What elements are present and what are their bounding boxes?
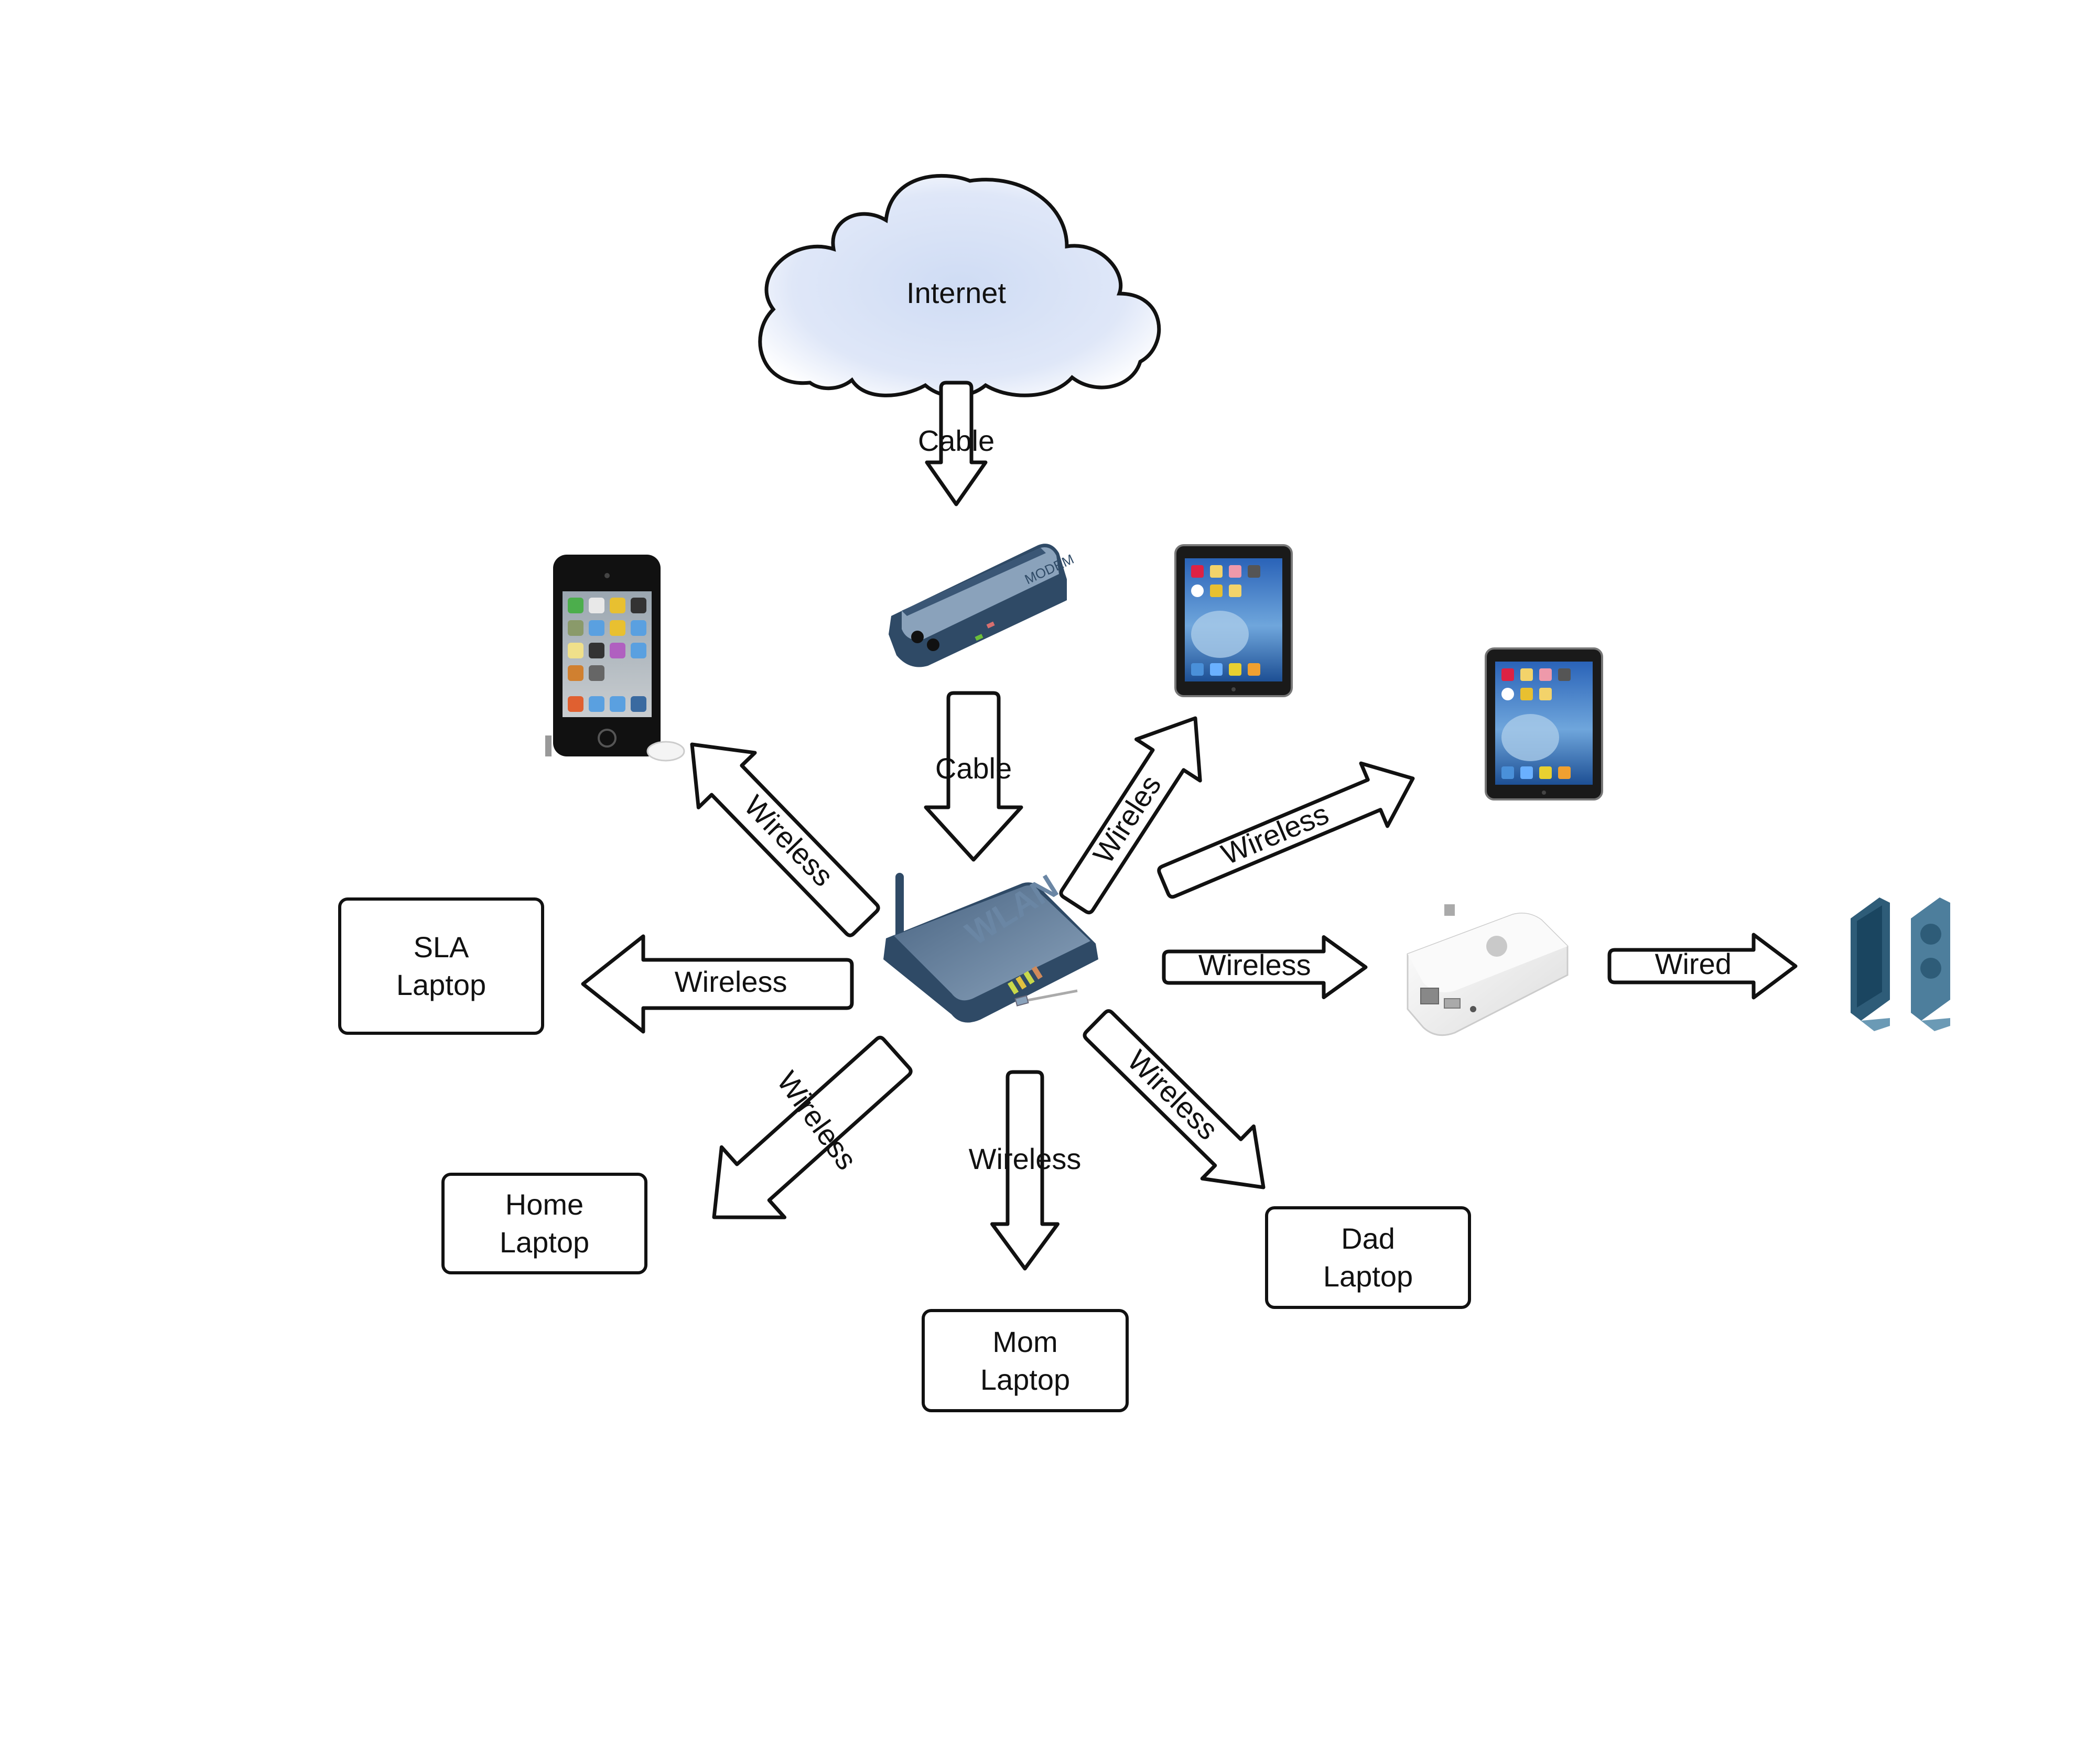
- dad-laptop-node[interactable]: Dad Laptop: [1265, 1206, 1471, 1309]
- home-laptop-node[interactable]: Home Laptop: [441, 1173, 647, 1274]
- arrow-label: Wired: [1655, 947, 1732, 980]
- ipod-icon[interactable]: [545, 555, 685, 762]
- arrow-router-to-ipod[interactable]: Wireless: [664, 717, 893, 950]
- arrow-shape: [1157, 761, 1415, 899]
- arrow-shape: [1083, 1009, 1266, 1189]
- arrow-shape: [1162, 935, 1368, 999]
- airport-express-icon[interactable]: [1407, 904, 1569, 1036]
- node-label-line2: Laptop: [499, 1226, 590, 1259]
- arrow-label: Wireless: [675, 965, 787, 998]
- arrow-shape: [1607, 933, 1798, 1000]
- arrow-shape: [990, 1070, 1060, 1271]
- internet-cloud[interactable]: Internet: [758, 174, 1161, 398]
- arrow-shape: [925, 381, 988, 506]
- arrow-router-to-sla[interactable]: Wireless: [581, 934, 854, 1034]
- arrow-shape: [924, 691, 1023, 862]
- arrow-router-to-mom[interactable]: Wireless: [969, 1070, 1082, 1271]
- arrow-shape: [690, 742, 880, 937]
- arrow-shape: [1059, 716, 1202, 915]
- mom-laptop-node[interactable]: Mom Laptop: [922, 1309, 1129, 1412]
- arrow-internet-to-modem[interactable]: Cable: [918, 381, 995, 506]
- node-label-line2: Laptop: [396, 968, 487, 1001]
- arrow-label: Cable: [935, 752, 1012, 785]
- ipad-icon[interactable]: [1485, 647, 1603, 800]
- arrow-shape: [712, 1035, 913, 1219]
- arrow-label: Cable: [918, 424, 995, 457]
- sla-laptop-node[interactable]: SLA Laptop: [338, 897, 544, 1035]
- arrow-shape: [581, 934, 854, 1034]
- arrow-label: Wireless: [969, 1142, 1082, 1175]
- arrow-router-to-home[interactable]: Wireless: [683, 1019, 928, 1252]
- speaker-right: [1911, 897, 1950, 1031]
- arrow-label: Wireless: [1121, 1044, 1225, 1146]
- wireless-router-icon[interactable]: WLAN: [883, 867, 1098, 1023]
- node-label-line2: Laptop: [980, 1362, 1071, 1396]
- speakers-icon[interactable]: [1851, 897, 1950, 1031]
- arrow-router-to-airport[interactable]: Wireless: [1162, 935, 1368, 999]
- arrow-modem-to-router[interactable]: Cable: [924, 691, 1023, 862]
- node-label-line1: Mom: [992, 1325, 1058, 1358]
- cable-modem-icon[interactable]: MODEM: [889, 544, 1076, 667]
- internet-label: Internet: [906, 276, 1006, 309]
- arrow-router-to-dad[interactable]: Wireless: [1070, 996, 1289, 1214]
- speaker-left: [1851, 897, 1890, 1031]
- arrow-label: Wireless: [738, 789, 840, 893]
- node-label-line1: SLA: [413, 930, 469, 964]
- arrow-label: Wireless: [1198, 948, 1311, 981]
- arrow-airport-to-speakers[interactable]: Wired: [1607, 933, 1798, 1000]
- node-label-line1: Dad: [1341, 1222, 1395, 1255]
- ipad-icon[interactable]: [1174, 544, 1293, 697]
- node-label-line2: Laptop: [1323, 1260, 1413, 1293]
- node-label-line1: Home: [505, 1188, 584, 1221]
- arrow-router-to-ipad-1[interactable]: Wireles: [1043, 698, 1227, 925]
- arrow-label: Wireless: [1217, 797, 1333, 871]
